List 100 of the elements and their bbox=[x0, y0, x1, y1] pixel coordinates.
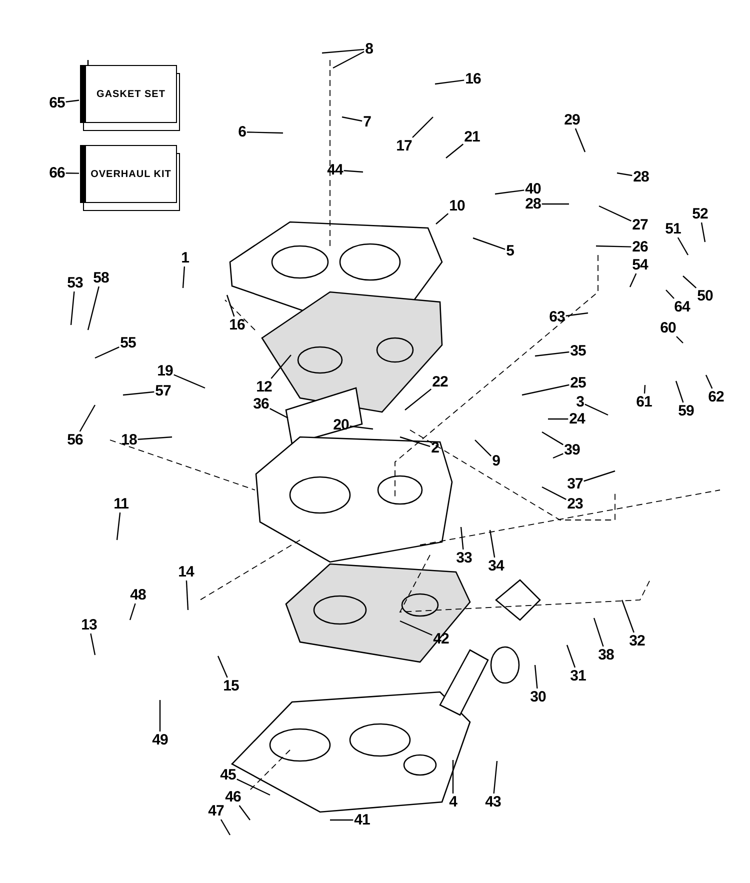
callout-number: 14 bbox=[178, 564, 194, 580]
leader-line bbox=[452, 760, 454, 794]
callout-number: 62 bbox=[708, 390, 724, 404]
callout-number: 46 bbox=[225, 790, 241, 804]
callout-number: 36 bbox=[253, 396, 269, 412]
callout-number: 38 bbox=[598, 648, 614, 662]
callout-number: 63 bbox=[549, 310, 565, 324]
callout-number: 4 bbox=[449, 794, 457, 810]
leader-line bbox=[116, 512, 121, 540]
leader-line bbox=[270, 354, 292, 379]
callout-number: 7 bbox=[363, 114, 371, 130]
leader-line bbox=[226, 294, 235, 317]
leader-line bbox=[682, 276, 697, 288]
leader-line bbox=[87, 286, 100, 330]
callout-number: 11 bbox=[114, 496, 128, 512]
leader-line bbox=[344, 170, 364, 173]
callout-number: 61 bbox=[636, 394, 652, 410]
callout-number: 58 bbox=[93, 270, 109, 286]
callout-number: 19 bbox=[157, 364, 173, 378]
callout-number: 56 bbox=[67, 432, 83, 448]
leader-line bbox=[566, 644, 576, 668]
leader-line bbox=[460, 526, 464, 550]
callout-number: 13 bbox=[81, 618, 97, 632]
callout-number: 60 bbox=[660, 320, 676, 336]
leader-line bbox=[675, 380, 684, 403]
leader-line bbox=[186, 580, 189, 610]
leader-line bbox=[220, 819, 231, 836]
callout-number: 49 bbox=[152, 732, 168, 748]
leader-line bbox=[593, 618, 604, 647]
callout-number: 59 bbox=[678, 404, 694, 418]
callout-number: 39 bbox=[564, 442, 580, 458]
callout-number: 17 bbox=[396, 138, 412, 154]
callout-number: 33 bbox=[456, 550, 472, 566]
leader-line bbox=[542, 486, 566, 500]
leader-line bbox=[666, 290, 674, 299]
leader-line bbox=[246, 132, 284, 134]
callout-number: 1 bbox=[181, 250, 189, 266]
callout-number: 48 bbox=[130, 588, 146, 602]
callout-number: 50 bbox=[697, 288, 713, 304]
leader-line bbox=[493, 760, 498, 794]
callout-number: 2 bbox=[431, 440, 439, 456]
leader-line bbox=[79, 404, 96, 432]
leader-line bbox=[542, 203, 569, 205]
leader-line bbox=[159, 700, 161, 732]
leader-line bbox=[705, 374, 713, 389]
callout-number: 20 bbox=[333, 418, 349, 432]
callout-number: 5 bbox=[506, 244, 514, 258]
leader-line bbox=[677, 237, 689, 256]
callout-number: 65 bbox=[49, 96, 65, 110]
callout-number: 47 bbox=[208, 804, 224, 818]
leader-line bbox=[676, 336, 684, 344]
callout-number: 30 bbox=[530, 690, 546, 704]
leader-line bbox=[596, 245, 632, 248]
callout-number: 26 bbox=[632, 240, 648, 254]
callout-number: 10 bbox=[449, 198, 465, 214]
leader-line bbox=[129, 603, 136, 620]
leader-line bbox=[238, 805, 250, 820]
callout-number: 43 bbox=[485, 794, 501, 810]
leader-line bbox=[412, 116, 434, 138]
leader-line bbox=[350, 426, 374, 430]
leader-line bbox=[574, 128, 586, 152]
leader-line bbox=[542, 431, 564, 446]
leader-line bbox=[446, 144, 464, 158]
callout-number: 28 bbox=[633, 170, 649, 184]
callout-number: 35 bbox=[570, 344, 586, 358]
leader-line bbox=[629, 273, 637, 288]
leader-line bbox=[548, 418, 568, 420]
callout-number: 64 bbox=[674, 300, 690, 314]
leader-line bbox=[236, 778, 270, 796]
leader-line bbox=[489, 530, 496, 558]
leader-line bbox=[404, 388, 432, 410]
leader-line bbox=[182, 266, 186, 288]
callout-number: 53 bbox=[67, 276, 83, 290]
leader-line bbox=[66, 172, 80, 174]
leader-line bbox=[534, 351, 570, 357]
leader-line bbox=[434, 80, 464, 85]
callout-number: 25 bbox=[570, 376, 586, 390]
callout-number: 6 bbox=[238, 124, 246, 140]
leader-line bbox=[644, 384, 646, 394]
callout-number: 15 bbox=[223, 678, 239, 694]
leader-line bbox=[494, 190, 524, 195]
leader-line bbox=[322, 48, 364, 54]
callout-number: 45 bbox=[220, 768, 236, 782]
callout-number: 3 bbox=[576, 394, 584, 410]
leader-line bbox=[70, 291, 75, 326]
callout-number: 57 bbox=[155, 384, 171, 398]
leader-line bbox=[436, 213, 449, 224]
callout-number: 31 bbox=[570, 668, 586, 684]
callout-number: 54 bbox=[632, 258, 648, 272]
callout-number: 66 bbox=[49, 166, 65, 180]
leader-line bbox=[584, 404, 608, 416]
callout-number: 21 bbox=[464, 130, 480, 144]
leader-line bbox=[522, 384, 570, 396]
callout-number: 41 bbox=[354, 812, 370, 828]
leader-line bbox=[534, 664, 538, 689]
leader-line bbox=[90, 633, 96, 656]
leader-line bbox=[94, 346, 120, 359]
callout-number: 12 bbox=[256, 380, 272, 394]
callout-number: 8 bbox=[365, 42, 373, 56]
leader-line bbox=[174, 374, 206, 389]
